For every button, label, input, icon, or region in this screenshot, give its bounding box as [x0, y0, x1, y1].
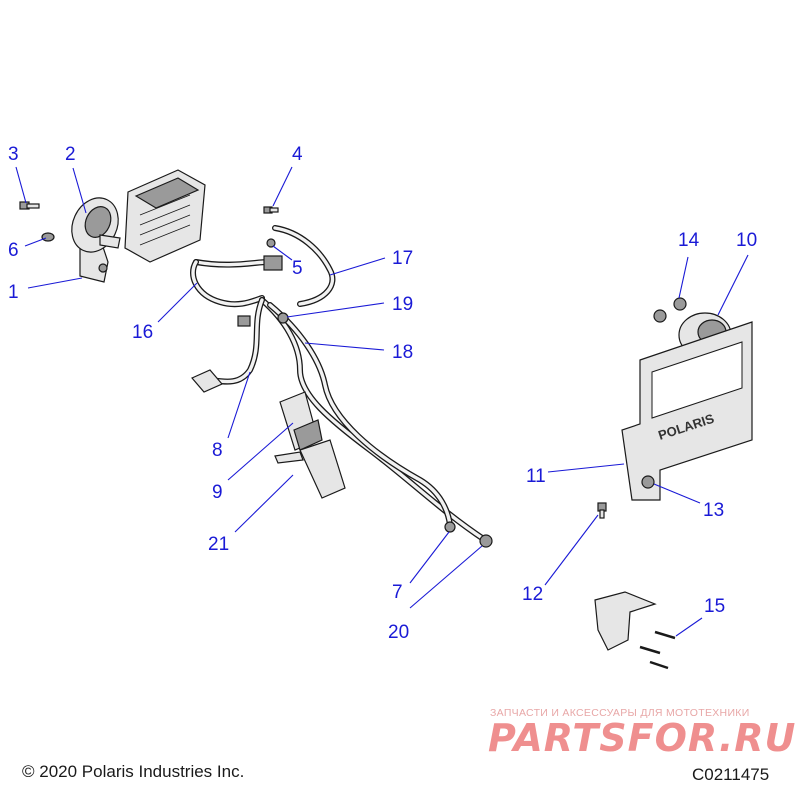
watermark-tagline: ЗАПЧАСТИ И АКСЕССУАРЫ ДЛЯ МОТОТЕХНИКИ — [490, 707, 750, 719]
callout-21: 21 — [208, 534, 229, 555]
part-20-terminal — [479, 534, 493, 548]
part-2-horn — [71, 197, 121, 253]
callout-18: 18 — [392, 342, 413, 363]
part-14-nuts — [653, 297, 687, 323]
callout-10: 10 — [736, 230, 757, 251]
callout-8: 8 — [212, 440, 223, 461]
callout-2: 2 — [65, 144, 76, 165]
callout-16: 16 — [132, 322, 153, 343]
part-8-harness-branch — [191, 297, 265, 393]
harness-clip — [237, 315, 251, 327]
part-21-cover — [274, 439, 346, 499]
callout-12: 12 — [522, 584, 543, 605]
copyright-text: © 2020 Polaris Industries Inc. — [22, 762, 245, 781]
part-9-fuse-box — [279, 391, 323, 451]
part-7-terminal — [444, 521, 456, 533]
callout-19: 19 — [392, 294, 413, 315]
callout-20: 20 — [388, 622, 409, 643]
part-12-bolt — [597, 502, 607, 519]
part-15-bracket — [594, 591, 676, 670]
part-16-harness — [190, 259, 265, 308]
callouts: 3 2 6 1 4 5 17 16 19 18 8 9 21 7 20 14 1… — [8, 144, 757, 643]
part-3-bolt — [19, 201, 40, 210]
part-11-polaris-bracket: POLARIS — [621, 321, 753, 501]
part-19-clip — [277, 312, 289, 324]
part-6-washer — [41, 232, 55, 242]
callout-5: 5 — [292, 258, 303, 279]
leader-lines — [15, 166, 749, 637]
callout-17: 17 — [392, 248, 413, 269]
callout-9: 9 — [212, 482, 223, 503]
voltage-regulator — [124, 169, 206, 263]
callout-4: 4 — [292, 144, 303, 165]
part-13-nut — [641, 475, 655, 489]
callout-11: 11 — [526, 466, 546, 487]
callout-14: 14 — [678, 230, 700, 251]
callout-1: 1 — [8, 282, 19, 303]
part-5-nut — [266, 238, 276, 248]
callout-13: 13 — [703, 500, 724, 521]
part-4-bolt — [263, 206, 279, 214]
callout-7: 7 — [392, 582, 403, 603]
diagram-code: C0211475 — [692, 765, 770, 784]
watermark-logo: PARTSFOR.RU — [488, 716, 797, 760]
callout-3: 3 — [8, 144, 19, 165]
callout-15: 15 — [704, 596, 725, 617]
callout-6: 6 — [8, 240, 19, 261]
part-17-harness — [193, 225, 336, 307]
